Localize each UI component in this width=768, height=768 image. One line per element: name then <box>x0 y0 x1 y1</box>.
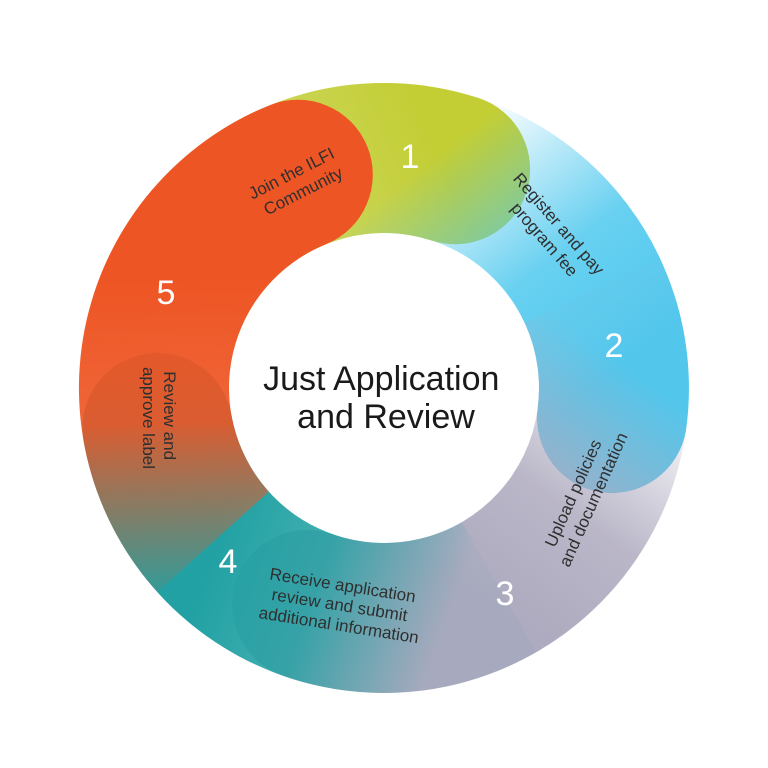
step-number-4: 4 <box>219 543 238 581</box>
step-number-5: 5 <box>157 274 176 312</box>
svg-text:Review and approve label: Review and approve label <box>139 367 179 469</box>
step-number-2: 2 <box>605 327 624 365</box>
step-label-5: Review and approve label <box>139 367 179 469</box>
segment-step-5 <box>78 99 373 593</box>
step-number-1: 1 <box>401 138 420 176</box>
cycle-segments <box>78 82 689 693</box>
step-number-3: 3 <box>496 575 515 613</box>
center-title: Just Application and Review <box>263 360 509 436</box>
